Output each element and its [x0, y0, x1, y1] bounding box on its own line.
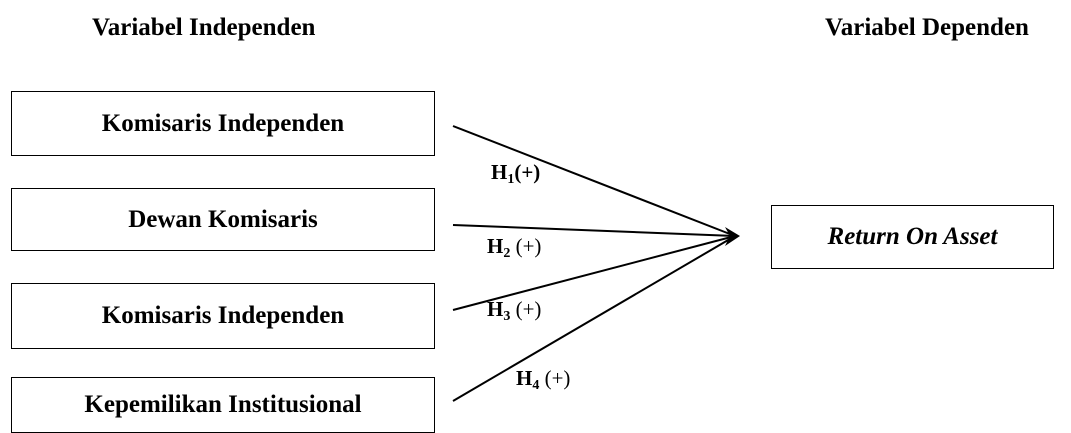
independent-variables-heading: Variabel Independen [92, 14, 316, 41]
arrow-line-h3 [452, 235, 736, 311]
independent-variable-box-2: Dewan Komisaris [11, 188, 435, 251]
hypothesis-sign: (+) [539, 366, 571, 390]
hypothesis-label-3: H3 (+) [487, 297, 541, 325]
arrow-line-h2 [452, 224, 736, 237]
arrowhead-icon [725, 227, 740, 246]
independent-variable-box-3: Komisaris Independen [11, 283, 435, 349]
arrow-line-h4 [452, 235, 736, 402]
arrow-line-h1 [452, 125, 736, 237]
hypothesis-label-4: H4 (+) [516, 366, 570, 394]
hypothesis-label-2: H2 (+) [487, 234, 541, 262]
hypothesis-sign: (+) [510, 234, 542, 258]
hypothesis-letter: H [491, 160, 508, 184]
hypothesis-index: 3 [503, 309, 511, 324]
dependent-variable-heading: Variabel Dependen [825, 14, 1029, 41]
hypothesis-sign: (+) [514, 160, 541, 184]
independent-variable-label: Dewan Komisaris [128, 205, 318, 233]
independent-variable-label: Komisaris Independen [101, 302, 345, 329]
independent-variable-box-1: Komisaris Independen [11, 91, 435, 156]
dependent-variable-box: Return On Asset [771, 205, 1054, 269]
independent-variable-label: Komisaris Independen [101, 109, 345, 137]
hypothesis-index: 2 [503, 246, 511, 261]
hypothesis-index: 4 [532, 378, 540, 393]
dependent-variable-label: Return On Asset [827, 223, 998, 250]
hypothesis-label-1: H1(+) [491, 160, 540, 188]
hypothesis-sign: (+) [510, 297, 542, 321]
independent-variable-label: Kepemilikan Institusional [84, 391, 362, 418]
hypothesis-letter: H [487, 234, 504, 258]
hypothesis-letter: H [516, 366, 533, 390]
independent-variable-box-4: Kepemilikan Institusional [11, 377, 435, 433]
hypothesis-index: 1 [507, 172, 515, 187]
hypothesis-letter: H [487, 297, 504, 321]
